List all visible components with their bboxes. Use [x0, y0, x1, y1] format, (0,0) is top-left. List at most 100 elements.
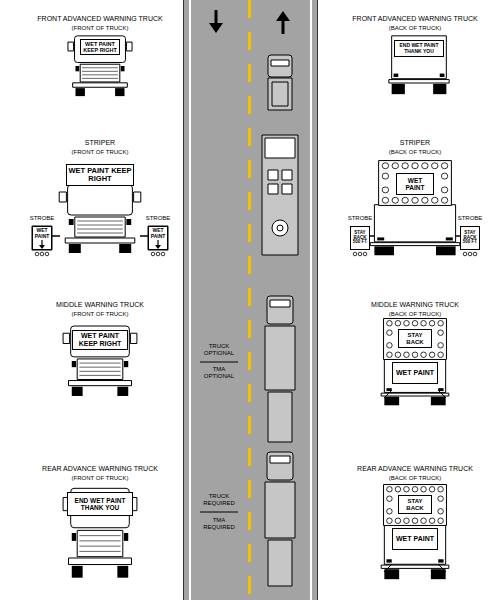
heading-label: FRONT ADVANCED WARNING TRUCK	[330, 15, 500, 23]
sign-box: END WET PAINT THANK YOU	[394, 40, 444, 57]
side-sign-panel	[32, 226, 52, 250]
truck-top-view	[265, 326, 295, 390]
note-divider	[200, 512, 238, 513]
side-sign-panel	[32, 226, 168, 250]
sign-box: WET PAINT	[32, 226, 52, 250]
sign-outrigger	[370, 235, 374, 237]
heading-label: STRIPER	[355, 139, 475, 147]
tma-chevron	[384, 390, 446, 572]
sign-text: STAY BACK	[400, 498, 430, 511]
direction-arrow	[276, 11, 290, 21]
sign-text: WET PAINT KEEP RIGHT	[68, 167, 132, 184]
sign-box: WET PAINT KEEP RIGHT	[80, 39, 120, 55]
sign-box: WET PAINT	[148, 226, 168, 250]
strobe-light	[463, 252, 467, 256]
subheading-label: (BACK OF TRUCK)	[355, 311, 475, 318]
truck-top-view	[271, 60, 289, 66]
sign-text: WET PAINT KEEP RIGHT	[74, 332, 126, 347]
truck-top-view	[262, 135, 298, 255]
note-divider	[200, 362, 238, 512]
sign-text: END WET PAINT THANK YOU	[69, 497, 131, 511]
strobe-label: STROBE	[25, 215, 59, 222]
strobe-light	[473, 252, 477, 256]
sign-text: WET PAINT	[398, 177, 432, 191]
sign-box: STAY BACK 500 FT	[460, 226, 480, 250]
tma-chevron	[384, 390, 446, 398]
arrow-board	[379, 161, 452, 206]
road	[183, 0, 184, 600]
road-note: TRUCK REQUIRED	[201, 493, 237, 507]
strobe-light	[358, 252, 362, 256]
sign-box: END WET PAINT THANK YOU	[67, 492, 133, 516]
strobe-light	[35, 252, 477, 256]
truck-top-view	[268, 540, 292, 586]
sign-text: STAY BACK 500 FT	[462, 231, 478, 246]
strobe-light	[363, 252, 367, 256]
direction-arrow	[209, 10, 290, 34]
heading-label: REAR ADVANCE WARNING TRUCK	[330, 465, 500, 473]
road	[183, 0, 318, 600]
road	[183, 0, 318, 600]
truck-top-view	[265, 138, 295, 158]
sign-text: WET PAINT	[396, 535, 434, 543]
side-sign-panel	[155, 245, 161, 249]
heading-label: MIDDLE WARNING TRUCK	[25, 301, 175, 309]
sign-box: WET PAINT KEEP RIGHT	[66, 164, 134, 186]
sign-box: WET PAINT KEEP RIGHT	[72, 330, 128, 350]
sign-box: STAY BACK	[398, 495, 432, 514]
sign-outrigger	[52, 235, 460, 237]
sign-text: END WET PAINT THANK YOU	[396, 43, 442, 54]
strobe-light	[156, 252, 160, 256]
road-note: TMA REQUIRED	[201, 517, 237, 531]
sign-box: WET PAINT	[392, 528, 438, 550]
sign-box: STAY BACK 500 FT	[350, 226, 370, 250]
sign-text: WET PAINT	[396, 369, 434, 377]
strobe-label: STROBE	[141, 215, 175, 222]
truck-back-view	[389, 36, 449, 94]
note-divider	[200, 362, 238, 363]
truck-top-view	[265, 482, 295, 538]
sign-text: STAY BACK 500 FT	[352, 231, 368, 246]
truck-top-view	[262, 55, 298, 586]
sign-text: WET PAINT KEEP RIGHT	[82, 41, 118, 53]
strobe-label: STROBE	[453, 215, 487, 222]
truck-back-view	[381, 357, 449, 406]
truck-back-view	[381, 523, 449, 579]
heading-label: STRIPER	[40, 139, 160, 147]
subheading-label: (BACK OF TRUCK)	[355, 475, 475, 482]
truck-front-view	[68, 36, 132, 96]
subheading-label: (FRONT OF TRUCK)	[40, 149, 160, 156]
road	[310, 0, 312, 600]
direction-arrow	[282, 20, 285, 34]
truck-front-view	[63, 326, 137, 396]
strobe-light	[40, 252, 44, 256]
road-note: TRUCK OPTIONAL	[201, 343, 237, 357]
sign-box: WET PAINT	[396, 173, 434, 195]
side-sign-panel	[39, 245, 45, 249]
subheading-label: (FRONT OF TRUCK)	[40, 25, 160, 32]
direction-arrow	[209, 23, 223, 33]
heading-label: FRONT ADVANCED WARNING TRUCK	[10, 15, 190, 23]
heading-label: REAR ADVANCE WARNING TRUCK	[10, 465, 190, 473]
heading-label: MIDDLE WARNING TRUCK	[340, 301, 490, 309]
tma-chevron	[384, 564, 446, 572]
truck-front-view	[59, 185, 141, 253]
sign-box: STAY BACK	[398, 329, 432, 348]
truck-top-view	[282, 184, 292, 194]
truck-top-view	[267, 452, 293, 480]
truck-top-view	[272, 220, 288, 236]
strobe-light	[151, 252, 155, 256]
truck-top-view	[268, 55, 292, 77]
truck-top-view	[268, 78, 292, 110]
road	[317, 0, 318, 600]
subheading-label: (BACK OF TRUCK)	[355, 25, 475, 32]
sign-box: WET PAINT	[392, 362, 438, 384]
strobe-light	[468, 252, 472, 256]
subheading-label: (FRONT OF TRUCK)	[40, 311, 160, 318]
truck-back-view	[370, 205, 460, 256]
truck-top-view	[268, 184, 278, 194]
road-note: TMA OPTIONAL	[201, 366, 237, 380]
road	[189, 0, 191, 600]
subheading-label: (BACK OF TRUCK)	[355, 149, 475, 156]
subheading-label: (FRONT OF TRUCK)	[40, 475, 160, 482]
